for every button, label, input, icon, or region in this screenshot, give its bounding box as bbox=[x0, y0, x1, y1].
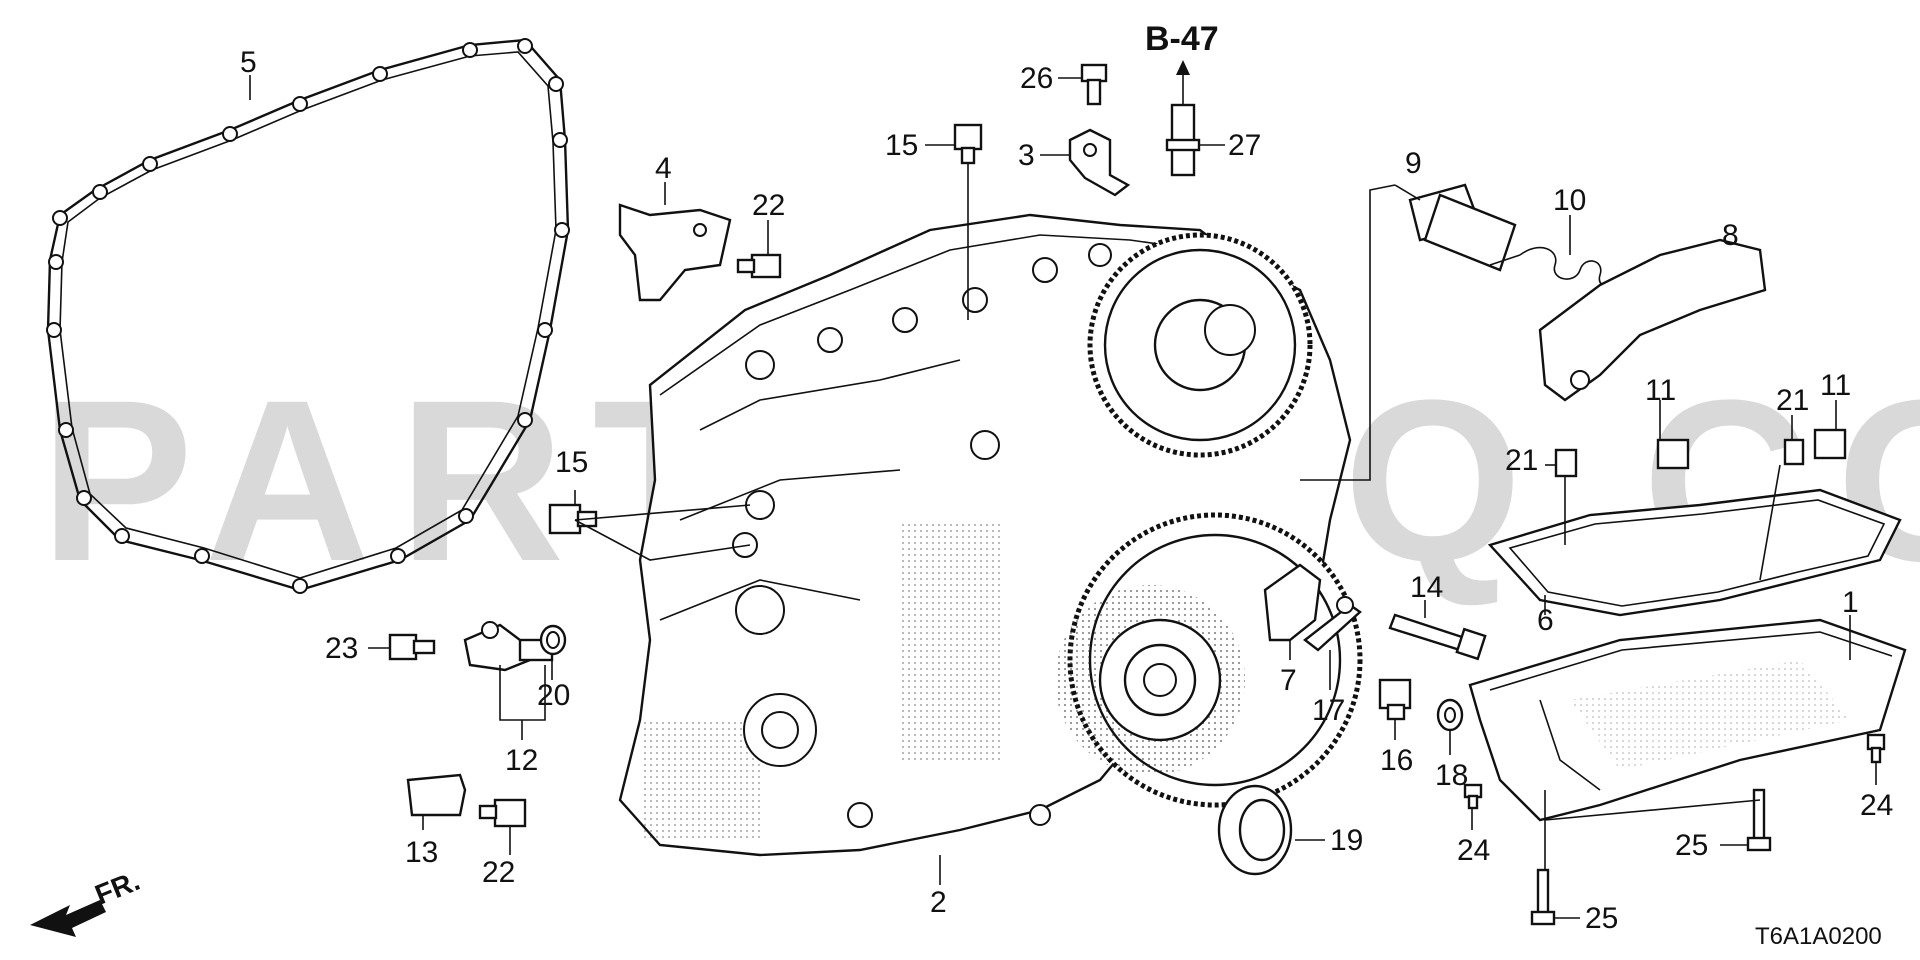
bracket-part-13[interactable] bbox=[406, 773, 467, 817]
callout-15-left: 15 bbox=[555, 446, 588, 479]
callout-18: 18 bbox=[1435, 759, 1468, 792]
lever-part-8[interactable] bbox=[1538, 238, 1767, 402]
callout-9: 9 bbox=[1405, 147, 1422, 180]
callout-23: 23 bbox=[325, 632, 358, 665]
bolt-part-24-right[interactable] bbox=[1866, 733, 1886, 764]
bolt-part-24-left[interactable] bbox=[1463, 783, 1483, 810]
bracket-part-17[interactable] bbox=[1303, 596, 1362, 652]
callout-6: 6 bbox=[1537, 604, 1554, 637]
callout-11-left: 11 bbox=[1645, 374, 1676, 407]
washer-part-18[interactable] bbox=[1436, 698, 1464, 732]
callout-22-lower: 22 bbox=[482, 856, 515, 889]
bolt-part-25-lower[interactable] bbox=[1530, 868, 1556, 926]
callout-10: 10 bbox=[1553, 184, 1586, 217]
bolt-part-15-upper[interactable] bbox=[953, 123, 983, 165]
bolt-part-23[interactable] bbox=[388, 633, 436, 661]
callout-5: 5 bbox=[240, 46, 257, 79]
drain-plug-part-16[interactable] bbox=[1378, 678, 1412, 721]
callout-24-right: 24 bbox=[1860, 789, 1893, 822]
callout-3: 3 bbox=[1018, 139, 1035, 172]
oil-pan-part-1[interactable] bbox=[1468, 618, 1907, 822]
callout-2: 2 bbox=[930, 886, 947, 919]
front-arrow-icon: FR. bbox=[30, 865, 144, 937]
callout-20: 20 bbox=[537, 679, 570, 712]
callout-21-left: 21 bbox=[1505, 444, 1538, 477]
bolt-part-22-lower[interactable] bbox=[478, 798, 527, 828]
pan-gasket-part-6[interactable] bbox=[1487, 488, 1902, 617]
bolt-part-22-upper[interactable] bbox=[736, 253, 782, 279]
callout-27: 27 bbox=[1228, 129, 1261, 162]
clip-part-11-left[interactable] bbox=[1656, 438, 1690, 470]
dowel-part-21-left[interactable] bbox=[1554, 448, 1578, 478]
clip-part-3[interactable] bbox=[1068, 128, 1131, 197]
case-gasket-part-5[interactable] bbox=[46, 38, 570, 594]
callout-19: 19 bbox=[1330, 824, 1363, 857]
callout-26: 26 bbox=[1020, 62, 1053, 95]
drawing-code: T6A1A0200 bbox=[1755, 923, 1882, 950]
bolt-part-26[interactable] bbox=[1080, 63, 1108, 106]
speed-sensor-part-12[interactable] bbox=[463, 621, 554, 672]
callout-14: 14 bbox=[1410, 571, 1443, 604]
callout-17: 17 bbox=[1312, 694, 1345, 727]
reference-b47-label[interactable]: B-47 bbox=[1145, 20, 1219, 58]
callout-7: 7 bbox=[1280, 664, 1297, 697]
callout-13: 13 bbox=[405, 836, 438, 869]
dowel-part-21-right[interactable] bbox=[1783, 438, 1805, 466]
transmission-case-part-2[interactable] bbox=[618, 213, 1363, 857]
leader-lines bbox=[249, 75, 1877, 919]
callout-12: 12 bbox=[505, 744, 538, 777]
breather-part-27[interactable] bbox=[1165, 60, 1201, 177]
bracket-part-4[interactable] bbox=[618, 203, 732, 302]
o-ring-part-20[interactable] bbox=[539, 624, 567, 656]
callout-1: 1 bbox=[1842, 586, 1859, 619]
callout-22-upper: 22 bbox=[752, 189, 785, 222]
callout-15-upper: 15 bbox=[885, 129, 918, 162]
callout-21-right: 21 bbox=[1776, 384, 1809, 417]
callout-25-upper: 25 bbox=[1675, 829, 1708, 862]
callout-4: 4 bbox=[655, 152, 672, 185]
callout-16: 16 bbox=[1380, 744, 1413, 777]
callout-25-lower: 25 bbox=[1585, 902, 1618, 935]
clip-part-11-right[interactable] bbox=[1813, 428, 1847, 460]
callout-labels: 5 4 22 15 26 3 27 9 10 8 11 21 11 21 15 … bbox=[240, 46, 1893, 935]
callout-24-left: 24 bbox=[1457, 834, 1490, 867]
callout-11-right: 11 bbox=[1820, 369, 1851, 402]
bolt-part-14[interactable] bbox=[1388, 613, 1487, 661]
bolt-part-25-upper[interactable] bbox=[1746, 788, 1772, 852]
shaft-part-9[interactable] bbox=[1408, 183, 1517, 272]
bracket-part-7[interactable] bbox=[1263, 563, 1322, 642]
oil-seal-part-19[interactable] bbox=[1217, 784, 1293, 876]
front-label: FR. bbox=[91, 865, 144, 911]
callout-8: 8 bbox=[1722, 219, 1739, 252]
